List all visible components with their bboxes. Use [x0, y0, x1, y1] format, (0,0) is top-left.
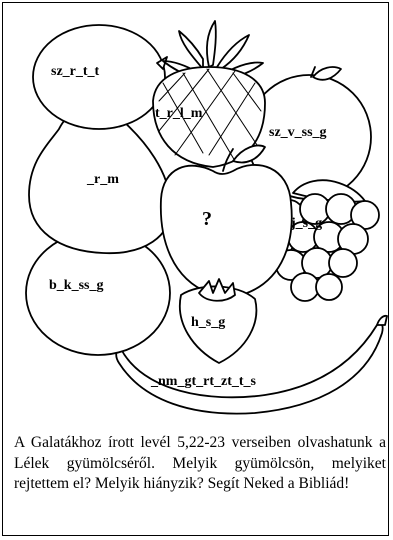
orange-stem: [310, 66, 316, 78]
apple-stem: [222, 148, 234, 172]
strawberry-label: h_s_g: [191, 315, 226, 330]
puzzle-frame: sz_r_t_t t_r_l_m sz_v_ss_g _r_m ? j_s_g …: [2, 2, 389, 536]
strawberry-leaves: [198, 278, 236, 302]
pear-label: _r_m: [87, 172, 119, 187]
apple-label: ?: [202, 208, 212, 230]
pineapple-label: t_r_l_m: [155, 106, 203, 121]
banana-stem: [376, 314, 388, 326]
apple-leaf: [232, 144, 266, 164]
grapes-label: j_s_g: [291, 216, 323, 231]
melon-label: b_k_ss_g: [49, 278, 104, 293]
pineapple-texture: [158, 68, 262, 162]
fruit-drawing: [25, 20, 388, 415]
banana-shape: [115, 322, 384, 415]
orange-label: sz_v_ss_g: [269, 125, 327, 140]
puzzle-instructions: A Galatákhoz írott levél 5,22-23 verseib…: [14, 434, 386, 492]
banana-label: _nm_gt_rt_zt_t_s: [151, 374, 256, 389]
lemon-shape: [32, 24, 166, 130]
lemon-label: sz_r_t_t: [51, 64, 100, 79]
orange-leaf: [312, 66, 342, 81]
apple-shape: [159, 164, 293, 298]
